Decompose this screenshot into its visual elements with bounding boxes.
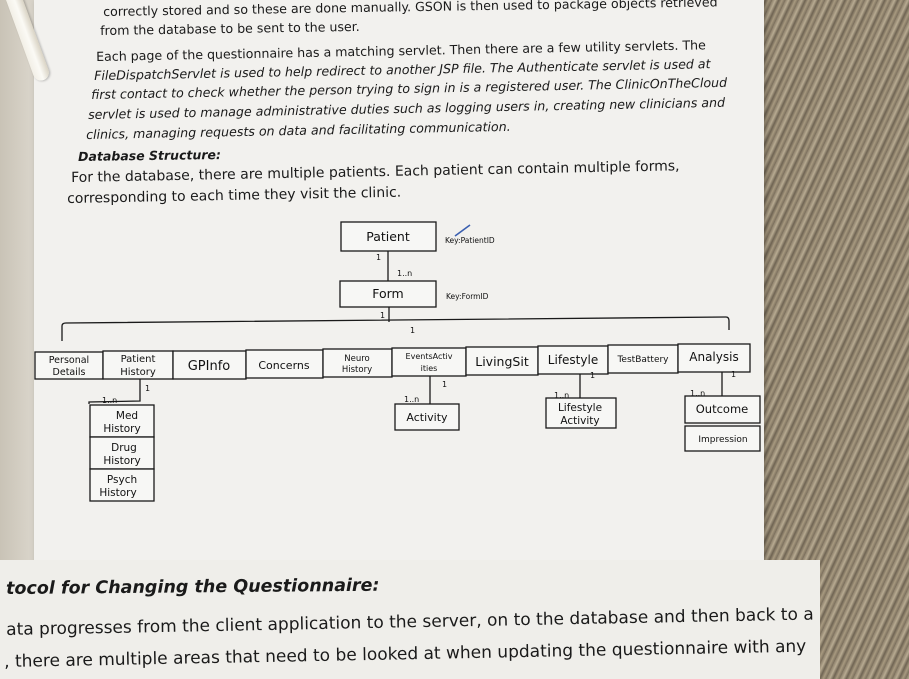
multiplicity-label: 1 [590,371,595,380]
history-child-label: Psych [107,474,137,486]
section-label: Concerns [258,359,309,372]
impression-box [684,425,761,452]
outcome-box [684,395,761,424]
section-label: GPInfo [188,359,231,374]
multiplicity-label: 1 [380,311,385,320]
form-label: Form [372,286,404,301]
history-child-label: Med [116,410,138,422]
outcome-label: Outcome [696,402,749,416]
pen-mark [454,224,471,237]
impression-label: Impression [698,435,747,445]
history-child-label: History [103,455,140,467]
history-child-label: History [99,487,136,499]
patient-key-label: Key:PatientID [445,236,495,245]
lifestyle-activity-label: Lifestyle [558,402,602,414]
section-box-analysis [677,343,751,373]
multiplicity-label: 1 [410,326,415,335]
multiplicity-label: 1..n [554,391,569,400]
patient-node: Patient [340,221,437,252]
activity-box [394,403,460,431]
section-label: LivingSit [475,354,529,369]
form-sections-bracket [61,316,730,341]
section-box-lifestyle [537,345,609,375]
section-label: Analysis [689,350,738,364]
section-label: History [120,367,156,378]
section-row: Personal Details Patient History GPInfo … [34,343,751,380]
section-label: History [342,365,372,375]
history-connector [88,379,141,404]
form-key-label: Key:FormID [446,292,489,301]
multiplicity-label: 1 [376,253,381,262]
section-label: ities [421,364,438,373]
patient-box [340,221,437,252]
section-label: Lifestyle [548,353,598,367]
history-stack: Med History Drug History Psych History [89,404,155,502]
activity-label: Activity [406,411,448,424]
multiplicity-label: 1..n [690,389,705,398]
section-label: Details [53,367,86,378]
form-node: Form [339,280,437,308]
multiplicity-label: 1..n [404,395,419,404]
history-child-label: Drug [111,442,137,454]
patient-label: Patient [366,229,410,244]
form-box [339,280,437,308]
section-label: Patient [121,354,156,365]
psych-history-box [89,468,155,502]
section-label: TestBattery [616,355,669,365]
multiplicity-label: 1 [145,384,150,393]
section-box-livingsit [465,346,539,376]
lifestyle-activity-label: Activity [560,415,599,427]
section-box-neuro-history [322,348,393,378]
multiplicity-label: 1 [731,370,736,379]
section-box-events-activities [391,347,467,377]
lifestyle-activity-box [545,397,617,429]
section-heading-protocol: tocol for Changing the Questionnaire: [6,575,380,599]
multiplicity-label: 1..n [102,396,117,405]
section-label: Personal [49,355,89,366]
paper-sheet-lower [0,560,820,679]
section-label: EventsActiv [406,352,453,361]
history-child-label: History [103,423,140,435]
section-box-concerns [245,349,324,379]
section-label: Neuro [344,354,369,364]
multiplicity-label: 1 [442,380,447,389]
multiplicity-label: 1..n [397,269,412,278]
